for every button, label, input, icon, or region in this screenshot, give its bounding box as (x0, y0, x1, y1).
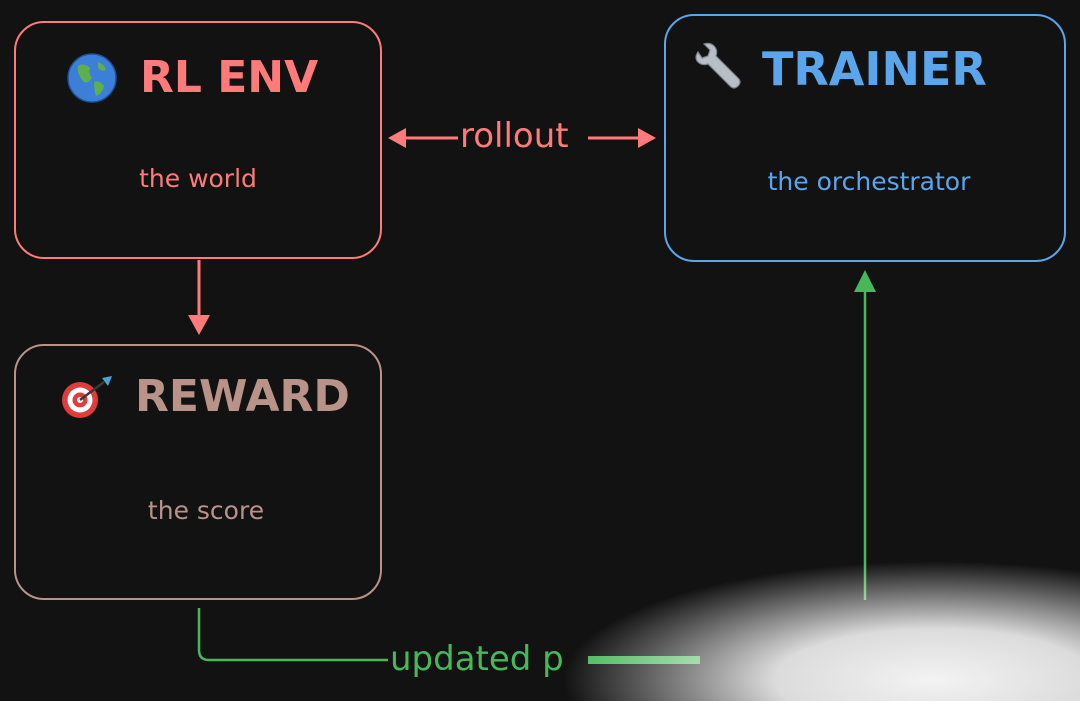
reward-node (14, 344, 382, 600)
reward-subtitle: the score (147, 496, 265, 525)
trainer-node (664, 14, 1066, 262)
target-dart-icon (62, 376, 112, 418)
globe-icon (67, 53, 117, 103)
updated-policy-label: updated p (388, 639, 566, 679)
policy-to-trainer-arrow (854, 270, 876, 600)
rollout-label: rollout (458, 116, 571, 156)
rl-env-title: RL ENV (140, 52, 319, 103)
trainer-subtitle: the orchestrator (767, 167, 971, 196)
reward-title: REWARD (135, 371, 350, 422)
rl-env-node (14, 21, 382, 259)
trainer-title: TRAINER (762, 42, 987, 96)
rollout-arrow (388, 128, 656, 148)
env-to-reward-arrow (188, 260, 210, 335)
wrench-icon (695, 42, 741, 89)
rl-env-subtitle: the world (139, 164, 257, 193)
